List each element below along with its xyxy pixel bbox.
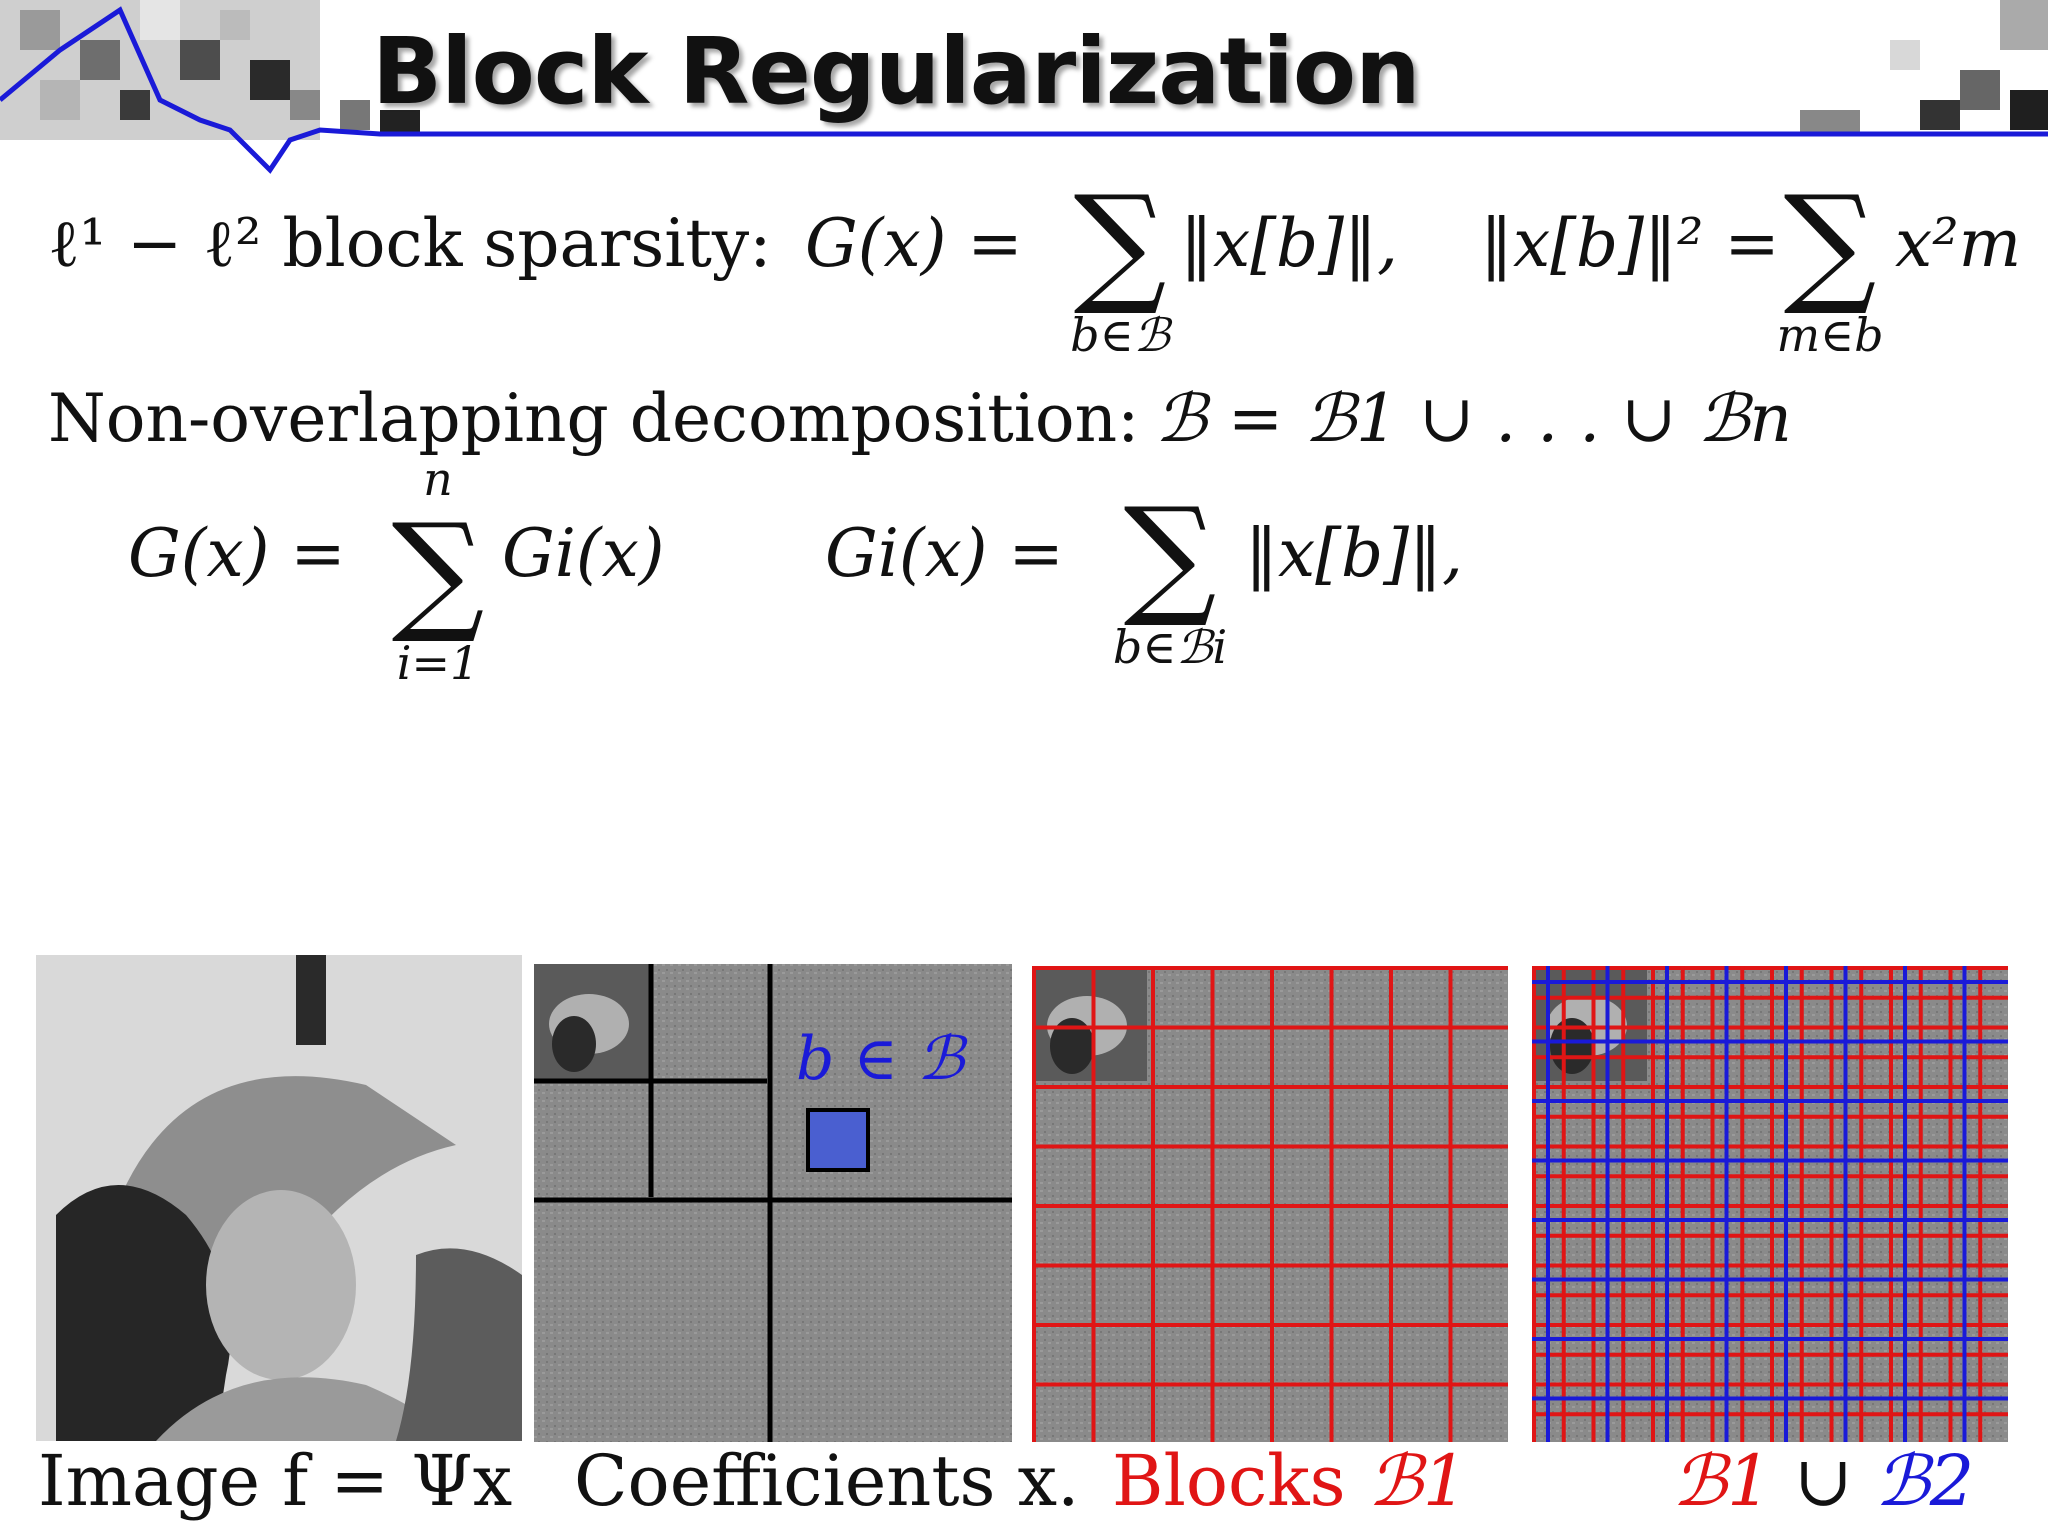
caption-image: Image f = Ψx xyxy=(38,1440,513,1522)
caption-coefficients: Coefficients x. xyxy=(574,1440,1080,1522)
caption-union-b1: ℬ1 xyxy=(1672,1440,1772,1522)
sum-over-i: n ∑ i=1 xyxy=(378,452,498,690)
blocks-union-grid xyxy=(1532,966,2008,1442)
decomposition-expression: ℬ = ℬ1 ∪ . . . ∪ ℬn xyxy=(1155,380,1792,457)
header-signal-line xyxy=(0,6,2048,174)
slide-title: Block Regularization xyxy=(372,18,1421,125)
highlighted-block xyxy=(806,1108,870,1172)
g-of-x-lhs: G(x) = xyxy=(805,205,1023,282)
caption-blocks-label: Blocks xyxy=(1112,1440,1346,1522)
sigma-symbol: ∑ xyxy=(1783,167,1877,319)
sum-over-blocks: ∑ b∈ℬ xyxy=(1060,178,1180,362)
slide-header: Block Regularization xyxy=(0,0,2048,180)
sum-subscript: b∈ℬi xyxy=(1112,620,1228,674)
caption-blocks-symbol: ℬ1 xyxy=(1367,1440,1468,1522)
caption-blocks: Blocks ℬ1 xyxy=(1112,1440,1467,1522)
sum-superscript: n xyxy=(423,452,453,506)
caption-union: ℬ1 ∪ ℬ2 xyxy=(1672,1440,1974,1522)
block-sparsity-label: ℓ¹ − ℓ² block sparsity: xyxy=(48,205,772,282)
sigma-symbol: ∑ xyxy=(1073,167,1167,319)
blocks-union-panel xyxy=(1532,966,2008,1442)
image-panel xyxy=(36,955,522,1441)
blocks-b1-panel xyxy=(1032,966,1508,1442)
block-membership-annotation: b ∈ ℬ xyxy=(796,1024,965,1094)
header-pixel-mosaic-left xyxy=(0,0,420,140)
caption-union-b2: ℬ2 xyxy=(1874,1440,1975,1522)
sigma-symbol: ∑ xyxy=(391,495,485,647)
block-norm-term: ‖x[b]‖, xyxy=(1180,205,1398,282)
gi-lhs: Gi(x) = xyxy=(825,515,1064,592)
sum-subscript: m∈b xyxy=(1776,308,1884,362)
g-sum-lhs: G(x) = xyxy=(128,515,346,592)
sum-over-coefficients: ∑ m∈b xyxy=(1770,178,1890,362)
coefficients-panel: b ∈ ℬ xyxy=(534,964,1012,1442)
sum-subscript: i=1 xyxy=(396,636,480,690)
header-pixel-mosaic-right xyxy=(1800,0,2048,135)
sum-subscript: b∈ℬ xyxy=(1070,308,1170,362)
caption-union-op: ∪ xyxy=(1793,1440,1853,1522)
sum-over-bi: ∑ b∈ℬi xyxy=(1100,490,1240,674)
block-norm-squared-lhs: ‖x[b]‖² = xyxy=(1480,205,1780,282)
gi-term: Gi(x) xyxy=(502,515,665,592)
gi-norm-term: ‖x[b]‖, xyxy=(1245,515,1463,592)
header-decoration xyxy=(0,0,2048,174)
wavelet-coefficients xyxy=(534,964,1012,1442)
lena-image xyxy=(36,955,522,1441)
blocks-b1-grid xyxy=(1032,966,1508,1442)
decomposition-label: Non-overlapping decomposition: xyxy=(48,380,1140,457)
sigma-symbol: ∑ xyxy=(1123,479,1217,631)
coefficient-squared: x²m xyxy=(1895,205,2022,282)
